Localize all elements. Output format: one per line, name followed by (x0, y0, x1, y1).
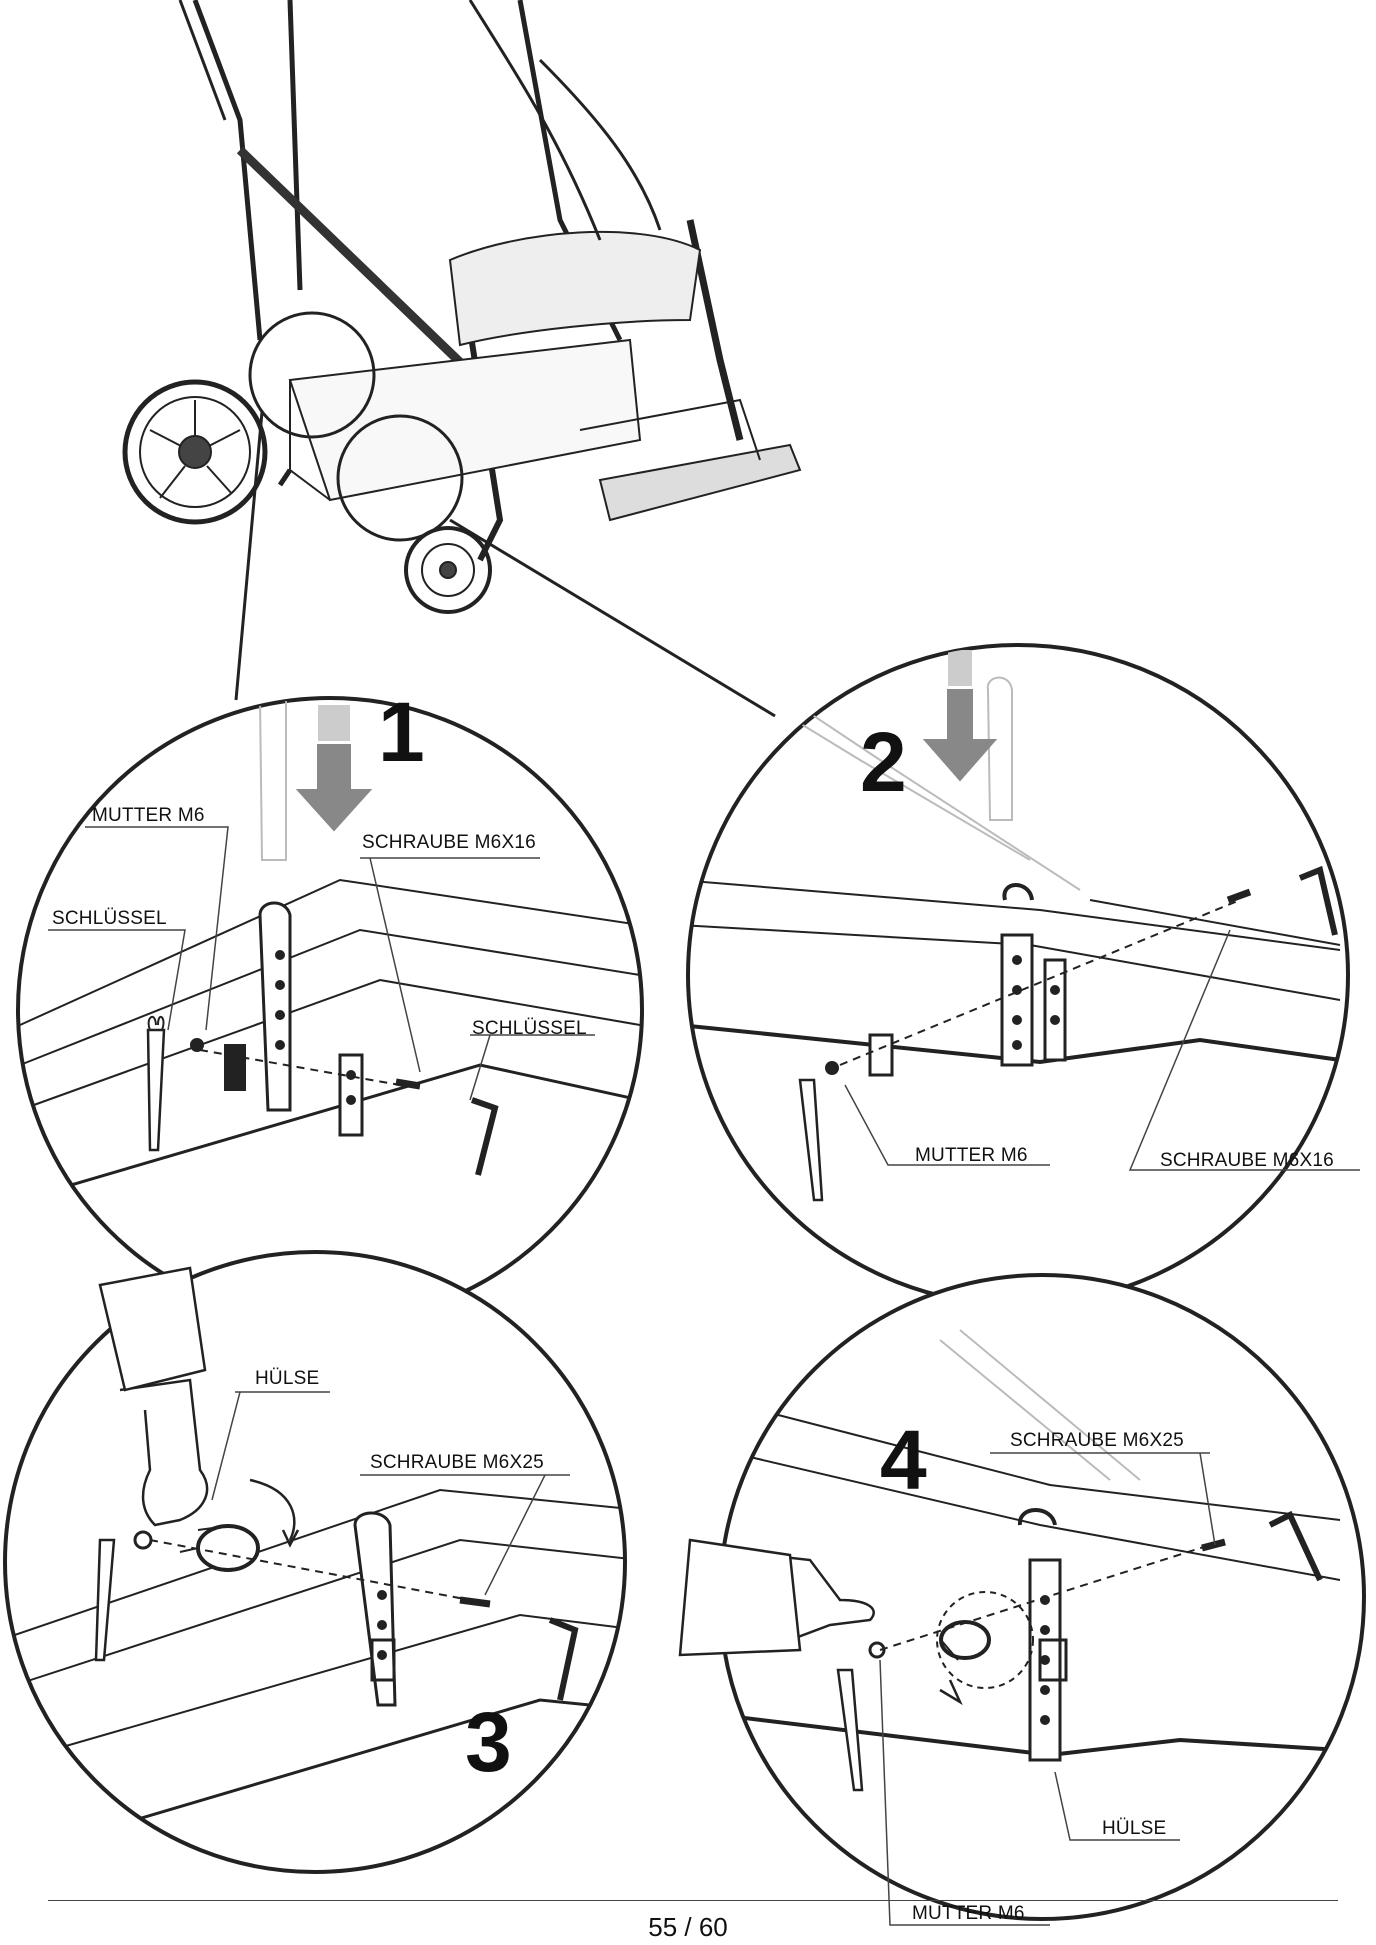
label-mutter-m6-1: MUTTER M6 (92, 805, 205, 826)
step-number-4: 4 (880, 1413, 927, 1507)
footer-rule (48, 1900, 1338, 1901)
detail-step-3 (3, 1250, 627, 1874)
step-number-1: 1 (378, 685, 425, 779)
label-schraube-m6x25-4: SCHRAUBE M6X25 (1010, 1430, 1184, 1451)
label-schraube-m6x16-2: SCHRAUBE M6X16 (1160, 1150, 1334, 1171)
step-number-3: 3 (465, 1695, 512, 1789)
label-schluessel-2: SCHLÜSSEL (472, 1018, 587, 1039)
detail-step-4 (678, 1273, 1366, 1926)
label-schluessel-1: SCHLÜSSEL (52, 908, 167, 929)
detail-step-1 (16, 696, 644, 1324)
label-schraube-m6x16-1: SCHRAUBE M6X16 (362, 832, 536, 853)
step-number-2: 2 (860, 715, 907, 809)
label-huelse-4: HÜLSE (1102, 1818, 1167, 1839)
stroller-illustration (122, 0, 802, 614)
label-huelse-3: HÜLSE (255, 1368, 320, 1389)
label-mutter-m6-4: MUTTER M6 (912, 1903, 1025, 1924)
label-schraube-m6x25-3: SCHRAUBE M6X25 (370, 1452, 544, 1473)
page-number: 55 / 60 (648, 1912, 728, 1942)
label-mutter-m6-2: MUTTER M6 (915, 1145, 1028, 1166)
detail-step-2 (686, 643, 1360, 1307)
